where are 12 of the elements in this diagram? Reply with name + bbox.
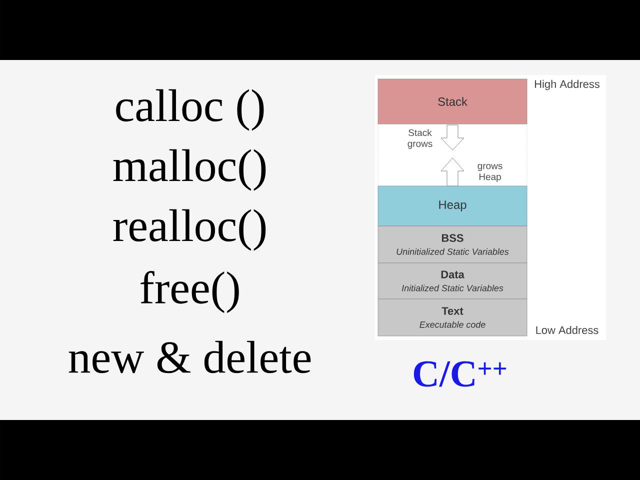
bss-segment: BSS Uninitialized Static Variables [378, 226, 528, 264]
data-segment: Data Initialized Static Variables [378, 262, 528, 300]
function-name: realloc() [113, 209, 266, 251]
text-segment: Text Executable code [378, 298, 528, 336]
function-name: free() [140, 270, 239, 313]
function-name: new & delete [68, 340, 311, 374]
function-name: malloc() [113, 149, 266, 191]
address-label: Low Address [536, 326, 598, 334]
function-name: calloc () [116, 89, 264, 131]
stack-segment: Stack [378, 78, 528, 124]
heap-segment: Heap [378, 186, 528, 226]
language-label: C/C$^{++}$ [414, 361, 506, 387]
